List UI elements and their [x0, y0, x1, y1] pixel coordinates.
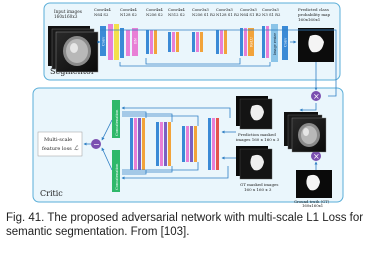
resize-layer: [271, 24, 278, 62]
concat-bar-bottom: [112, 150, 120, 192]
ground-truth-image: [296, 170, 332, 198]
input-images: [48, 26, 99, 73]
conv-block-label: Conv: [102, 36, 106, 46]
output-label: Predicted class: [298, 7, 329, 12]
conv-block-params: N64 S2: [94, 12, 109, 17]
segmentor-layers: Conv BN ReLU Image resize Conv: [100, 24, 288, 62]
loss-label-2: feature loss: [42, 146, 72, 152]
concat-label-bottom: Concatenation: [115, 163, 119, 190]
prediction-masked-images: [236, 96, 273, 130]
conv-block-name: Conv3x3: [216, 7, 233, 12]
minus-node: [91, 139, 101, 149]
predicted-map: [298, 28, 334, 62]
gt-label-2: 160 x 160 x 3: [244, 187, 272, 192]
multiply-symbol-top: ×: [313, 92, 320, 101]
segmentor-arrows: [97, 40, 297, 67]
critic-layers: [130, 118, 219, 170]
input-size: 160x160x3: [54, 14, 78, 19]
loss-box: [37, 131, 83, 157]
ground-truth-label: Ground truth (GT): [294, 199, 330, 204]
conv-block-name: Conv3x3: [262, 7, 279, 12]
gt-label-1: GT masked images: [240, 182, 278, 187]
critic-title: Critic: [40, 189, 63, 198]
conv-block-params: N128 S1 R2: [216, 12, 240, 17]
multiply-node-bottom: [311, 151, 321, 161]
architecture-diagram: Segmentor Input images 160x160x3 Conv4x4…: [32, 2, 344, 208]
minus-symbol: −: [93, 140, 100, 149]
concat-label-top: Concatenation: [115, 109, 119, 136]
conv-block-params: N256 S1 R2: [192, 12, 216, 17]
relu-block-label: ReLU: [250, 37, 254, 47]
conv-block-params: N64 S1 R2: [240, 12, 261, 17]
critic-arrows: [83, 29, 337, 180]
output-size: 160x160x1: [298, 17, 320, 22]
bn-layer: [132, 28, 138, 56]
multiply-node-top: [311, 91, 321, 101]
conv-block-name: Conv4x4: [168, 7, 185, 12]
pred-label-2: images 160 x 160 x 3: [236, 137, 280, 142]
bn-block-label: BN: [134, 38, 138, 44]
pred-label-1: Prediction masked: [238, 132, 276, 137]
conv-block-params: N256 S2: [146, 12, 163, 17]
resize-block-label: Image resize: [273, 33, 277, 55]
conv-block-params: N128 S2: [120, 12, 137, 17]
conv-block-name: Conv4x4: [120, 7, 137, 12]
output-label-2: probability map: [298, 12, 331, 17]
ground-truth-size: 160x160x1: [302, 203, 323, 208]
conv-block-name: Conv3x3: [192, 7, 209, 12]
conv-block-name: Conv3x3: [240, 7, 257, 12]
conv-block-params: N512 S2: [168, 12, 185, 17]
multiply-symbol-bottom: ×: [313, 152, 320, 161]
conv-block-params: N3 S1 R2: [262, 12, 281, 17]
figure-caption: Fig. 41. The proposed adversarial networ…: [6, 212, 364, 238]
conv-layer: [100, 26, 106, 56]
loss-label-1: Multi-scale: [44, 137, 72, 143]
loss-symbol: ℒ: [74, 145, 79, 152]
gt-masked-images: [236, 146, 273, 180]
relu-layer: [248, 28, 254, 56]
conv-block-label-2: Conv: [284, 37, 288, 47]
concat-bar-top: [112, 100, 120, 138]
critic-mri-stack: [284, 112, 327, 153]
input-label: Input images: [54, 9, 82, 14]
conv-block-name: Conv4x4: [94, 7, 111, 12]
conv-block-name: Conv4x4: [146, 7, 163, 12]
